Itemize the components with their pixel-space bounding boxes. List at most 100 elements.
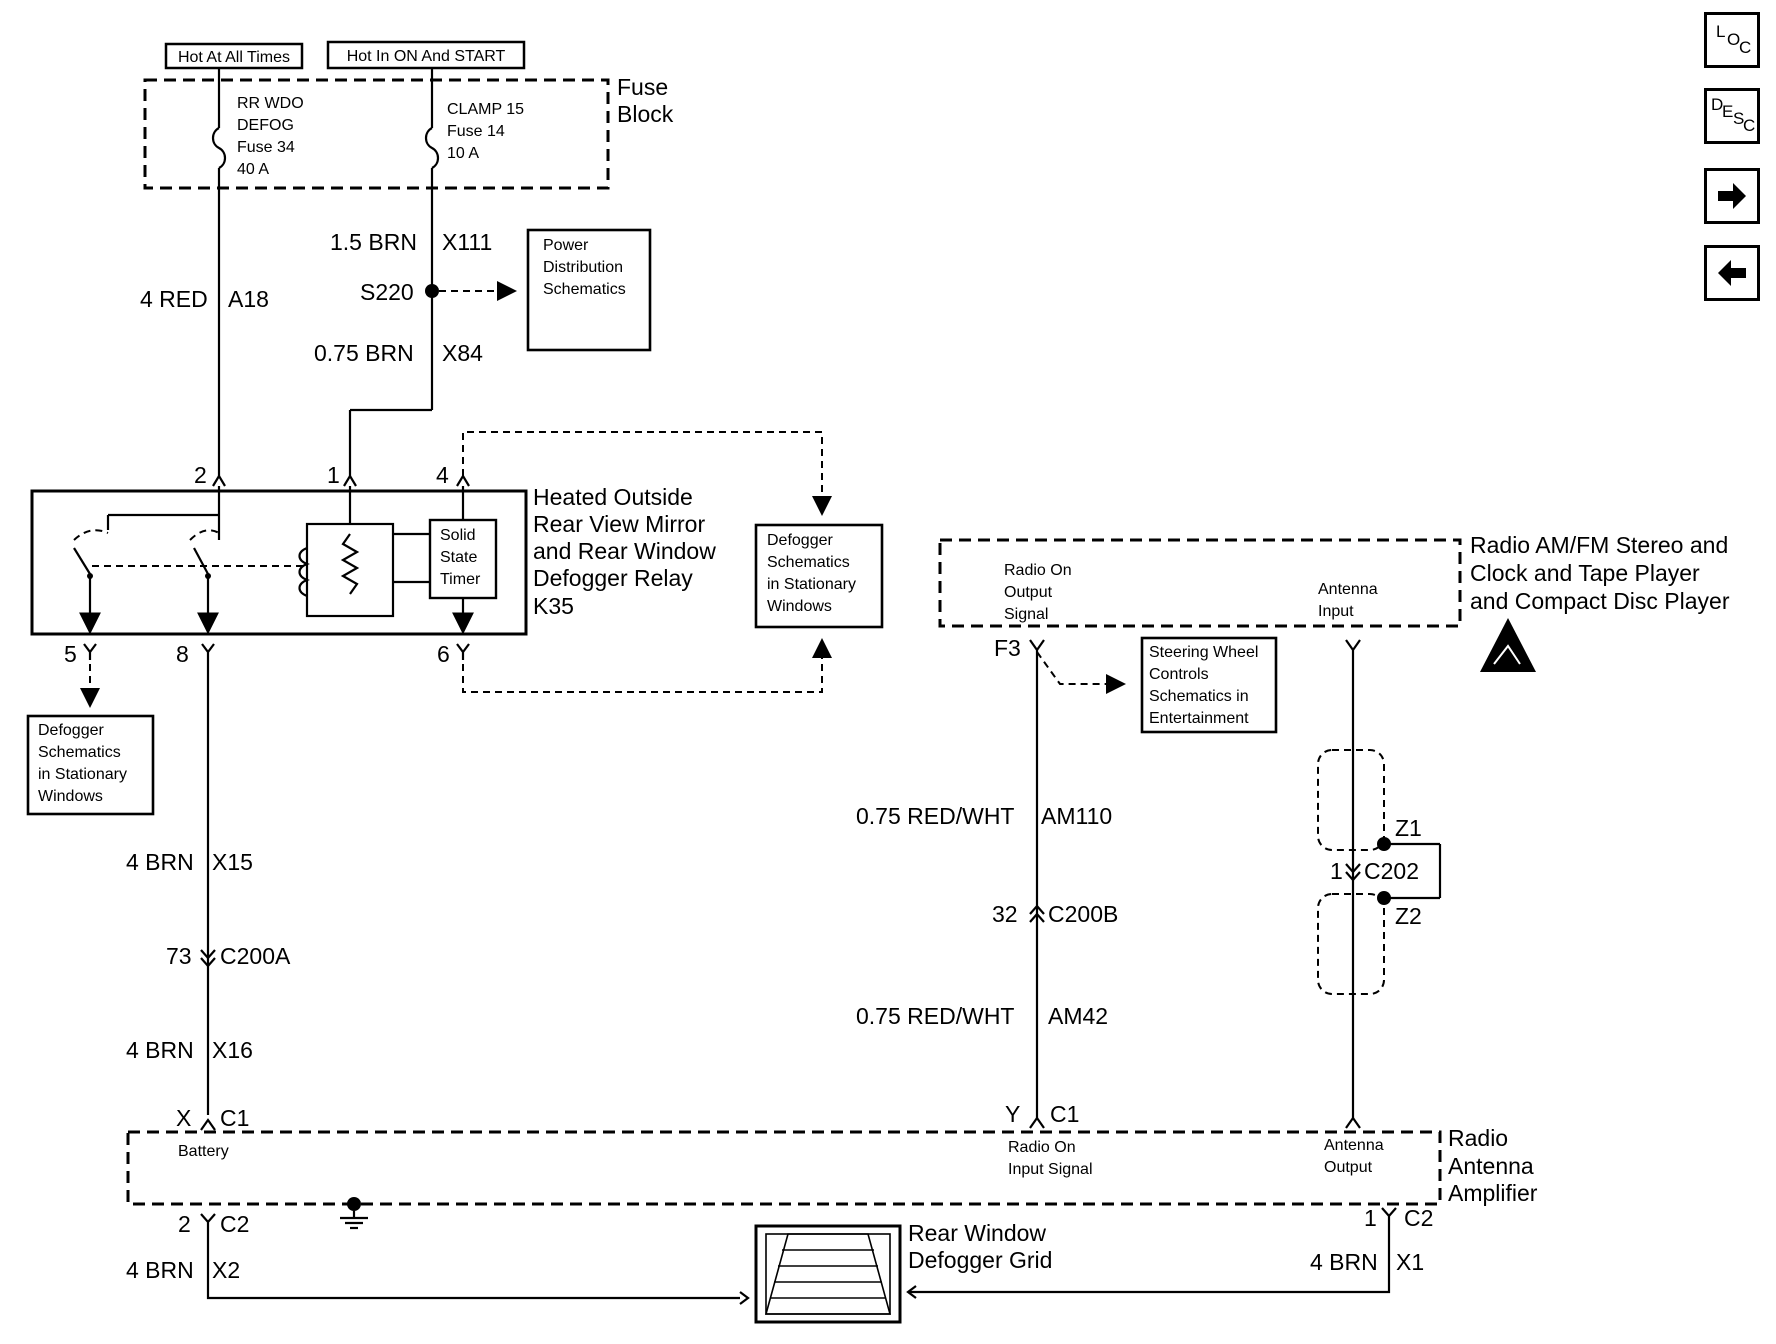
connector-c200b-pin: 32	[992, 901, 1018, 927]
svg-text:Radio AM/FM Stereo and: Radio AM/FM Stereo and	[1470, 532, 1728, 558]
rear-window-defogger-grid: Rear Window Defogger Grid	[739, 1220, 1052, 1324]
connector-c202-pin: 1	[1330, 858, 1343, 884]
svg-text:and Rear Window: and Rear Window	[533, 538, 716, 564]
next-button[interactable]	[1704, 168, 1760, 224]
amp-connector-c2-right: C2	[1404, 1205, 1433, 1231]
wire-id-x84: X84	[442, 340, 483, 366]
shield-z2: Z2	[1395, 903, 1422, 929]
amp-pin-x: X	[176, 1105, 191, 1131]
svg-text:Rear View Mirror: Rear View Mirror	[533, 511, 705, 537]
amp-pin-y: Y	[1005, 1101, 1020, 1127]
fuse-block: Fuse Block	[143, 74, 674, 190]
svg-text:Schematics: Schematics	[38, 744, 121, 761]
svg-text:Fuse: Fuse	[617, 74, 668, 100]
relay-pin-1: 1	[327, 462, 340, 488]
desc-letter-d: D	[1711, 95, 1724, 114]
wire-id-x1: X1	[1396, 1249, 1424, 1275]
wire-size-0-75-brn: 0.75 BRN	[314, 340, 414, 366]
radio-pin-f3: F3	[994, 635, 1021, 661]
svg-text:Input: Input	[1318, 603, 1354, 620]
connector-c200b: C200B	[1048, 901, 1118, 927]
svg-text:10 A: 10 A	[447, 145, 479, 162]
shield-z1: Z1	[1395, 815, 1422, 841]
wire-id-am42: AM42	[1048, 1003, 1108, 1029]
svg-text:Antenna: Antenna	[1318, 581, 1378, 598]
ref-steering-wheel-controls[interactable]: Steering Wheel Controls Schematics in En…	[1140, 636, 1278, 734]
amp-connector-c1-right: C1	[1050, 1101, 1079, 1127]
svg-text:K35: K35	[533, 593, 574, 619]
svg-text:Output: Output	[1004, 584, 1053, 601]
svg-text:Battery: Battery	[178, 1143, 229, 1160]
ref-power-distribution[interactable]: Power Distribution Schematics	[526, 228, 652, 352]
desc-letter-e: E	[1722, 102, 1734, 121]
loc-letter-o: O	[1727, 30, 1741, 49]
svg-text:Signal: Signal	[1004, 606, 1048, 623]
svg-text:Heated Outside: Heated Outside	[533, 484, 693, 510]
wire-x111	[348, 68, 440, 476]
svg-text:CLAMP 15: CLAMP 15	[447, 101, 524, 118]
svg-text:Fuse 34: Fuse 34	[237, 139, 295, 156]
antenna-coax	[1317, 639, 1442, 1120]
svg-text:Antenna: Antenna	[1448, 1153, 1534, 1179]
esd-warning-icon	[1480, 618, 1536, 672]
desc-letter-c: C	[1743, 116, 1756, 135]
svg-text:in Stationary: in Stationary	[767, 576, 856, 593]
radio-unit: Radio AM/FM Stereo and Clock and Tape Pl…	[938, 532, 1730, 628]
svg-text:DEFOG: DEFOG	[237, 117, 294, 134]
svg-text:Windows: Windows	[767, 598, 832, 615]
wire-id-am110: AM110	[1041, 803, 1112, 829]
svg-text:40 A: 40 A	[237, 161, 269, 178]
desc-letter-s: S	[1733, 109, 1745, 128]
svg-text:and Compact Disc Player: and Compact Disc Player	[1470, 588, 1730, 614]
hot-at-all-times-label: Hot At All Times	[164, 42, 304, 70]
relay-pin-8: 8	[176, 641, 189, 667]
prev-button[interactable]	[1704, 245, 1760, 301]
loc-button[interactable]: L O C	[1704, 12, 1760, 68]
svg-text:Rear Window: Rear Window	[908, 1220, 1046, 1246]
svg-text:Entertainment: Entertainment	[1149, 710, 1249, 727]
ground-icon	[340, 1197, 368, 1230]
loc-letter-l: L	[1716, 22, 1726, 41]
ref-defogger-right[interactable]: Defogger Schematics in Stationary Window…	[754, 523, 884, 629]
svg-text:Radio: Radio	[1448, 1125, 1508, 1151]
wire-size-4-brn-x15: 4 BRN	[126, 849, 194, 875]
svg-text:Schematics: Schematics	[767, 554, 850, 571]
amp-pin-1: 1	[1364, 1205, 1377, 1231]
wire-a18	[211, 68, 227, 476]
svg-text:Schematics in: Schematics in	[1149, 688, 1249, 705]
wire-id-x2: X2	[212, 1257, 240, 1283]
fuse-34: RR WDO DEFOG Fuse 34 40 A	[237, 95, 304, 178]
amp-connector-c1-left: C1	[220, 1105, 249, 1131]
relay-pin-6: 6	[437, 641, 450, 667]
svg-text:Defogger Relay: Defogger Relay	[533, 565, 693, 591]
svg-text:in Stationary: in Stationary	[38, 766, 127, 783]
svg-text:Defogger: Defogger	[767, 532, 833, 549]
fuse-14: CLAMP 15 Fuse 14 10 A	[447, 101, 524, 162]
relay-pin-2: 2	[194, 462, 207, 488]
svg-text:Clock and Tape Player: Clock and Tape Player	[1470, 560, 1700, 586]
wire-size-4-red: 4 RED	[140, 286, 208, 312]
svg-text:Schematics: Schematics	[543, 281, 626, 298]
wire-id-x111: X111	[442, 229, 492, 255]
svg-text:Input Signal: Input Signal	[1008, 1161, 1093, 1178]
wire-id-x16: X16	[212, 1037, 253, 1063]
svg-text:Fuse 14: Fuse 14	[447, 123, 505, 140]
splice-s220: S220	[360, 279, 517, 305]
arrow-right-icon	[1718, 183, 1746, 209]
relay-k35: Heated Outside Rear View Mirror and Rear…	[30, 484, 716, 636]
connector-c200a: C200A	[220, 943, 291, 969]
solid-state-timer: Solid State Timer	[428, 518, 498, 600]
desc-button[interactable]: D E S C	[1704, 88, 1760, 144]
svg-text:State: State	[440, 549, 477, 566]
hot-in-on-and-start-label: Hot In ON And START	[326, 40, 526, 70]
svg-text:Defogger Grid: Defogger Grid	[908, 1247, 1052, 1273]
svg-text:Power: Power	[543, 237, 589, 254]
connector-c200a-pin: 73	[166, 943, 192, 969]
svg-text:Steering Wheel: Steering Wheel	[1149, 644, 1258, 661]
arrow-left-icon	[1718, 260, 1746, 286]
ref-defogger-left[interactable]: Defogger Schematics in Stationary Window…	[26, 714, 155, 816]
wire-size-4-brn-x16: 4 BRN	[126, 1037, 194, 1063]
connector-c202: C202	[1364, 858, 1419, 884]
svg-text:Radio On: Radio On	[1008, 1139, 1076, 1156]
